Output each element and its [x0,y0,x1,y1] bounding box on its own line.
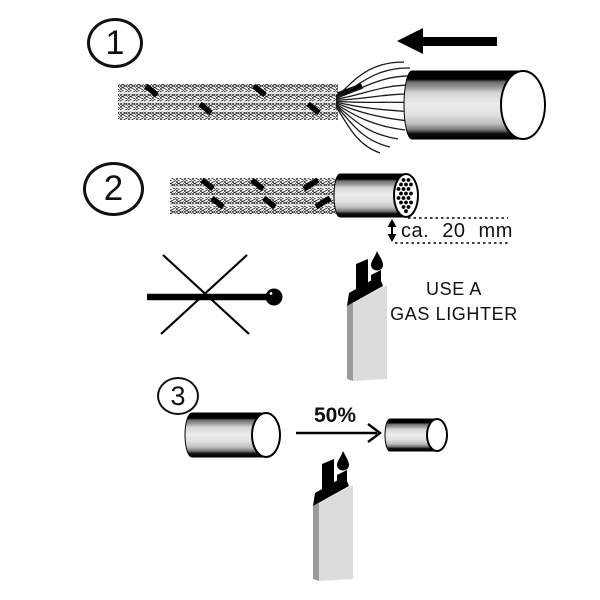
step2-braided-cable [170,177,345,214]
step1-frayed-wires [335,61,418,154]
step-2-label: 2 [103,169,124,208]
crossed-out-match-icon [147,254,283,335]
step-number-3: 3 [157,377,199,415]
step-1-label: 1 [105,23,125,62]
warning-text-line1: USE A [425,279,483,299]
gas-lighter-icon [347,251,387,381]
gas-lighter-icon [313,451,353,581]
shrink-percent-label: 50% [313,404,357,427]
step3-tube-small [384,418,448,452]
measurement-label: ca. 20 mm [401,220,513,242]
step2-wire-strand-dots [396,178,413,214]
step-number-1: 1 [87,18,143,68]
warning-text-line2: GAS LIGHTER [390,304,518,324]
step-3-label: 3 [170,380,186,411]
step-number-2: 2 [83,162,144,216]
arrow-left-icon [397,28,497,54]
vertical-double-arrow-icon [387,219,397,242]
step2-tube-on-cable [333,173,419,218]
arrow-right-icon [296,423,382,443]
step1-braided-cable [118,83,363,120]
step2-measurement-guides [387,217,508,244]
step1-shrink-tube [403,70,546,140]
step3-tube-large [184,412,281,458]
